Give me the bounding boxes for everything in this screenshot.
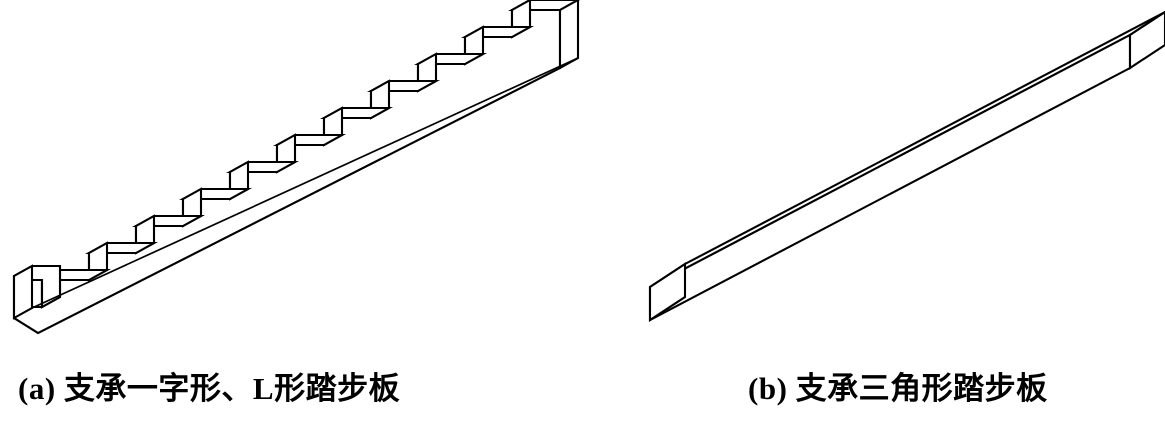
stair-bottom-vertex-edge — [13, 67, 561, 334]
panel-a-caption: (a) 支承一字形、L形踏步板 — [18, 371, 401, 406]
panel-b-caption: (b) 支承三角形踏步板 — [748, 371, 1048, 406]
stair-front-face — [12, 8, 562, 335]
beam-near-end-face — [648, 262, 687, 322]
stair-near-end-lower-face — [12, 264, 34, 320]
figure-panel-a: (a) 支承一字形、L形踏步板 — [12, 0, 581, 406]
stepped-stringer-beam-drawing — [12, 0, 581, 335]
stair-far-end-face — [558, 0, 580, 70]
stair-soffit-far-edge — [31, 57, 579, 309]
figure-panel-b: (b) 支承三角形踏步板 — [600, 0, 1165, 426]
beam-far-end-face — [1128, 10, 1165, 70]
beam-front-face — [648, 33, 1132, 322]
straight-stringer-beam-drawing — [648, 10, 1165, 322]
